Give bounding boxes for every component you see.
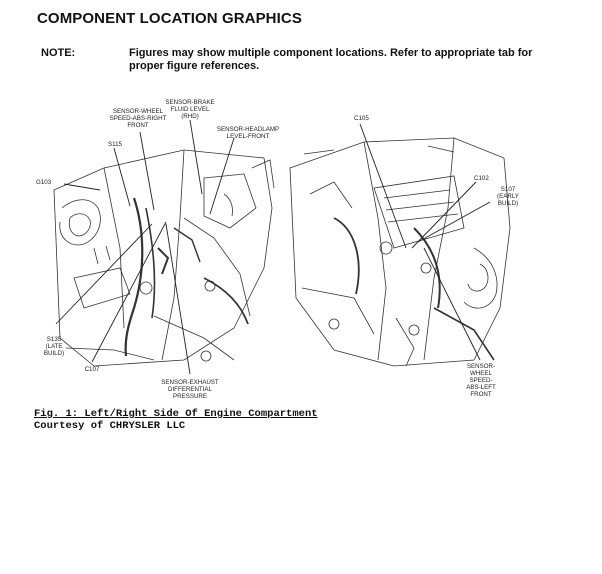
callout-s135-3: BUILD)	[44, 350, 64, 357]
callout-c105: C105	[354, 115, 369, 122]
callout-g103: G103	[36, 179, 52, 186]
engine-compartment-drawing: SENSOR-BRAKE FLUID LEVEL (RHD) SENSOR-WH…	[36, 99, 519, 400]
callout-sensor-wheel-rf-1: SENSOR-WHEEL	[113, 108, 164, 115]
right-side-illustration	[289, 137, 511, 367]
page-heading: COMPONENT LOCATION GRAPHICS	[37, 10, 302, 27]
figure-caption-courtesy: Courtesy of CHRYSLER LLC	[34, 420, 186, 432]
callout-sensor-wheel-lf-2: WHEEL	[470, 370, 493, 377]
callout-sensor-wheel-rf-2: SPEED-ABS-RIGHT	[110, 115, 167, 122]
callout-sensor-headlamp-2: LEVEL-FRONT	[227, 133, 270, 140]
callout-sensor-exhaust-1: SENSOR-EXHAUST	[161, 379, 219, 386]
callout-s135-2: (LATE	[45, 343, 62, 350]
callout-sensor-brake-2: FLUID LEVEL	[171, 106, 210, 113]
callout-sensor-exhaust-3: PRESSURE	[173, 393, 207, 400]
note-text: Figures may show multiple component loca…	[129, 47, 533, 72]
callout-sensor-wheel-lf-5: FRONT	[470, 391, 492, 398]
leader-lines	[55, 119, 491, 375]
callout-sensor-brake-3: (RHD)	[181, 113, 199, 120]
right-callouts: C105 C102 S107 (EARLY BUILD) SENSOR- WHE…	[354, 115, 519, 398]
callout-sensor-wheel-lf-1: SENSOR-	[467, 363, 495, 370]
figure-caption: Fig. 1: Left/Right Side Of Engine Compar…	[34, 408, 318, 432]
callout-s107-3: BUILD)	[498, 200, 518, 207]
callout-sensor-brake-1: SENSOR-BRAKE	[165, 99, 214, 106]
callout-s107-1: S107	[501, 186, 516, 193]
callout-s107-2: (EARLY	[497, 193, 519, 200]
callout-sensor-wheel-rf-3: FRONT	[127, 122, 149, 129]
callout-c107: C107	[85, 366, 100, 373]
note-label: NOTE:	[41, 47, 76, 59]
callout-sensor-headlamp-1: SENSOR-HEADLAMP	[217, 126, 279, 133]
callout-sensor-exhaust-2: DIFFERENTIAL	[168, 386, 213, 393]
left-side-illustration	[53, 149, 275, 367]
left-callouts: SENSOR-BRAKE FLUID LEVEL (RHD) SENSOR-WH…	[36, 99, 279, 400]
engine-compartment-figure: SENSOR-BRAKE FLUID LEVEL (RHD) SENSOR-WH…	[34, 98, 572, 404]
callout-s135-1: S135	[47, 336, 62, 343]
callout-sensor-wheel-lf-3: SPEED-	[469, 377, 492, 384]
callout-c102: C102	[474, 175, 489, 182]
figure-caption-title: Fig. 1: Left/Right Side Of Engine Compar…	[34, 408, 318, 420]
callout-s115: S115	[108, 141, 123, 148]
callout-sensor-wheel-lf-4: ABS-LEFT	[466, 384, 496, 391]
